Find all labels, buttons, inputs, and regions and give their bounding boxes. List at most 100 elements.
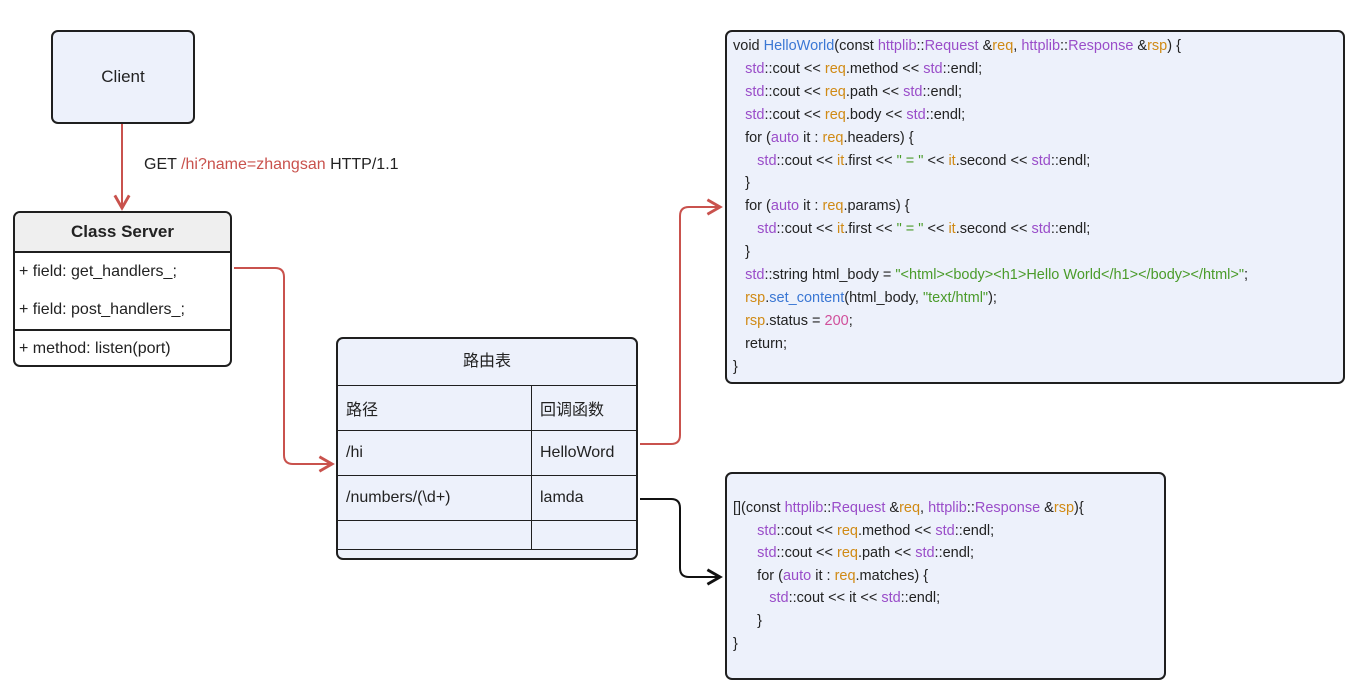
code-token: (const [834, 38, 878, 54]
server-method-listen: + method: listen(port) [15, 329, 230, 365]
route-table-box: 路由表 路径 回调函数 /hi HelloWord /numbers/(\d+)… [336, 337, 638, 560]
code-token: req [992, 38, 1014, 54]
code-line: for (auto it : req.params) { [733, 195, 909, 218]
code-token: , [1013, 38, 1022, 54]
code-line: rsp.set_content(html_body, "text/html"); [733, 287, 997, 310]
code-token: Response [1068, 38, 1134, 54]
code-token: auto [770, 129, 800, 146]
code-token: void [733, 38, 764, 54]
code-line: [](const httplib::Request &req, httplib:… [733, 497, 1084, 520]
code-token: req [836, 545, 858, 562]
code-token: [](const [733, 500, 785, 516]
code-token: ::cout << [764, 83, 825, 100]
code-token: it [836, 152, 845, 169]
code-token: (html_body, [844, 289, 923, 306]
code-token [733, 267, 745, 283]
code-token: it [948, 221, 956, 238]
code-token: auto [770, 198, 800, 215]
code-token: req [822, 129, 844, 146]
code-token: req [899, 500, 921, 516]
code-token: .matches) { [855, 567, 929, 584]
client-box: Client [51, 30, 195, 124]
code-line: } [733, 633, 738, 656]
code-token [733, 61, 745, 77]
code-token: , [920, 500, 929, 516]
code-token: .second << [955, 221, 1032, 238]
code-token: " = " [896, 152, 924, 169]
request-label: GET /hi?name=zhangsan HTTP/1.1 [144, 156, 399, 174]
code-token: rsp [745, 289, 766, 306]
code-token: .headers) { [843, 129, 914, 146]
code-token: std [745, 60, 765, 77]
code-token: .path << [857, 545, 916, 562]
code-token: httplib [928, 500, 967, 516]
code-line: for (auto it : req.matches) { [733, 565, 928, 588]
code-token: .body << [845, 106, 907, 123]
code-token [733, 590, 769, 606]
code-token: } [733, 244, 750, 261]
code-token: return; [733, 335, 787, 352]
code-token: Response [974, 500, 1041, 516]
route-path-cell: /hi [338, 430, 532, 476]
code-token: ::endl; [1050, 152, 1091, 169]
code-token: std [757, 221, 777, 238]
code-line: std::cout << it << std::endl; [733, 587, 940, 610]
code-line: return; [733, 333, 787, 356]
code-token: std [923, 60, 943, 77]
code-token: } [733, 635, 738, 652]
code-token: :: [823, 500, 832, 516]
code-token: ::cout << it << [788, 590, 882, 607]
route-table: 路径 回调函数 /hi HelloWord /numbers/(\d+) lam… [338, 385, 636, 550]
code-token: ::endl; [934, 545, 975, 562]
code-token: :: [916, 38, 925, 54]
code-line: for (auto it : req.headers) { [733, 127, 914, 150]
code-token: httplib [1021, 38, 1061, 54]
code-token: .method << [857, 522, 936, 539]
code-token: auto [782, 567, 812, 584]
code-token [733, 221, 757, 237]
code-token: httplib [784, 500, 824, 516]
code-token: std [757, 545, 777, 562]
code-token: it : [799, 129, 823, 146]
code-token: std [915, 545, 935, 562]
code-token: . [765, 289, 770, 306]
code-token: ::cout << [764, 106, 825, 123]
code-token: ::endl; [925, 106, 966, 123]
code-line: std::cout << req.path << std::endl; [733, 81, 962, 104]
table-row: /numbers/(\d+) lamda [338, 475, 636, 521]
code-line: void HelloWorld(const httplib::Request &… [733, 35, 1181, 58]
code-line: } [733, 172, 750, 195]
code-token: & [1040, 500, 1054, 516]
code-token: ::endl; [922, 83, 962, 100]
code-token: std [745, 83, 765, 100]
code-token: & [885, 500, 900, 516]
code-token: for ( [733, 198, 771, 215]
code-token: ::endl; [900, 590, 941, 607]
route-table-title: 路由表 [462, 353, 511, 370]
hello-world-code-box: void HelloWorld(const httplib::Request &… [725, 30, 1345, 384]
code-token: ){ [1074, 500, 1084, 516]
client-label: Client [101, 67, 145, 86]
request-method: GET [144, 156, 177, 173]
code-token: .method << [845, 60, 924, 77]
table-row: /hi HelloWord [338, 430, 636, 476]
lambda-code-box: [](const httplib::Request &req, httplib:… [725, 472, 1166, 680]
code-token: it [948, 152, 956, 169]
code-token: ::cout << [776, 545, 837, 562]
code-token: std [881, 590, 901, 607]
code-line: } [733, 356, 738, 379]
code-token: 200 [824, 312, 849, 329]
code-token: } [733, 175, 750, 192]
code-token: ::string html_body = [764, 267, 896, 283]
code-token: } [733, 613, 763, 629]
server-field-get-handlers: + field: get_handlers_; [19, 263, 177, 280]
code-line: } [733, 241, 750, 264]
code-token: Request [831, 500, 886, 516]
code-token: req [834, 567, 856, 584]
class-server-box: Class Server + field: get_handlers_; + f… [13, 211, 232, 367]
code-token [733, 313, 745, 329]
code-token: ::endl; [942, 60, 983, 77]
helloword-to-code1-arrow [640, 198, 723, 445]
code-token: ::cout << [776, 221, 837, 238]
code-token: rsp [1053, 500, 1075, 516]
